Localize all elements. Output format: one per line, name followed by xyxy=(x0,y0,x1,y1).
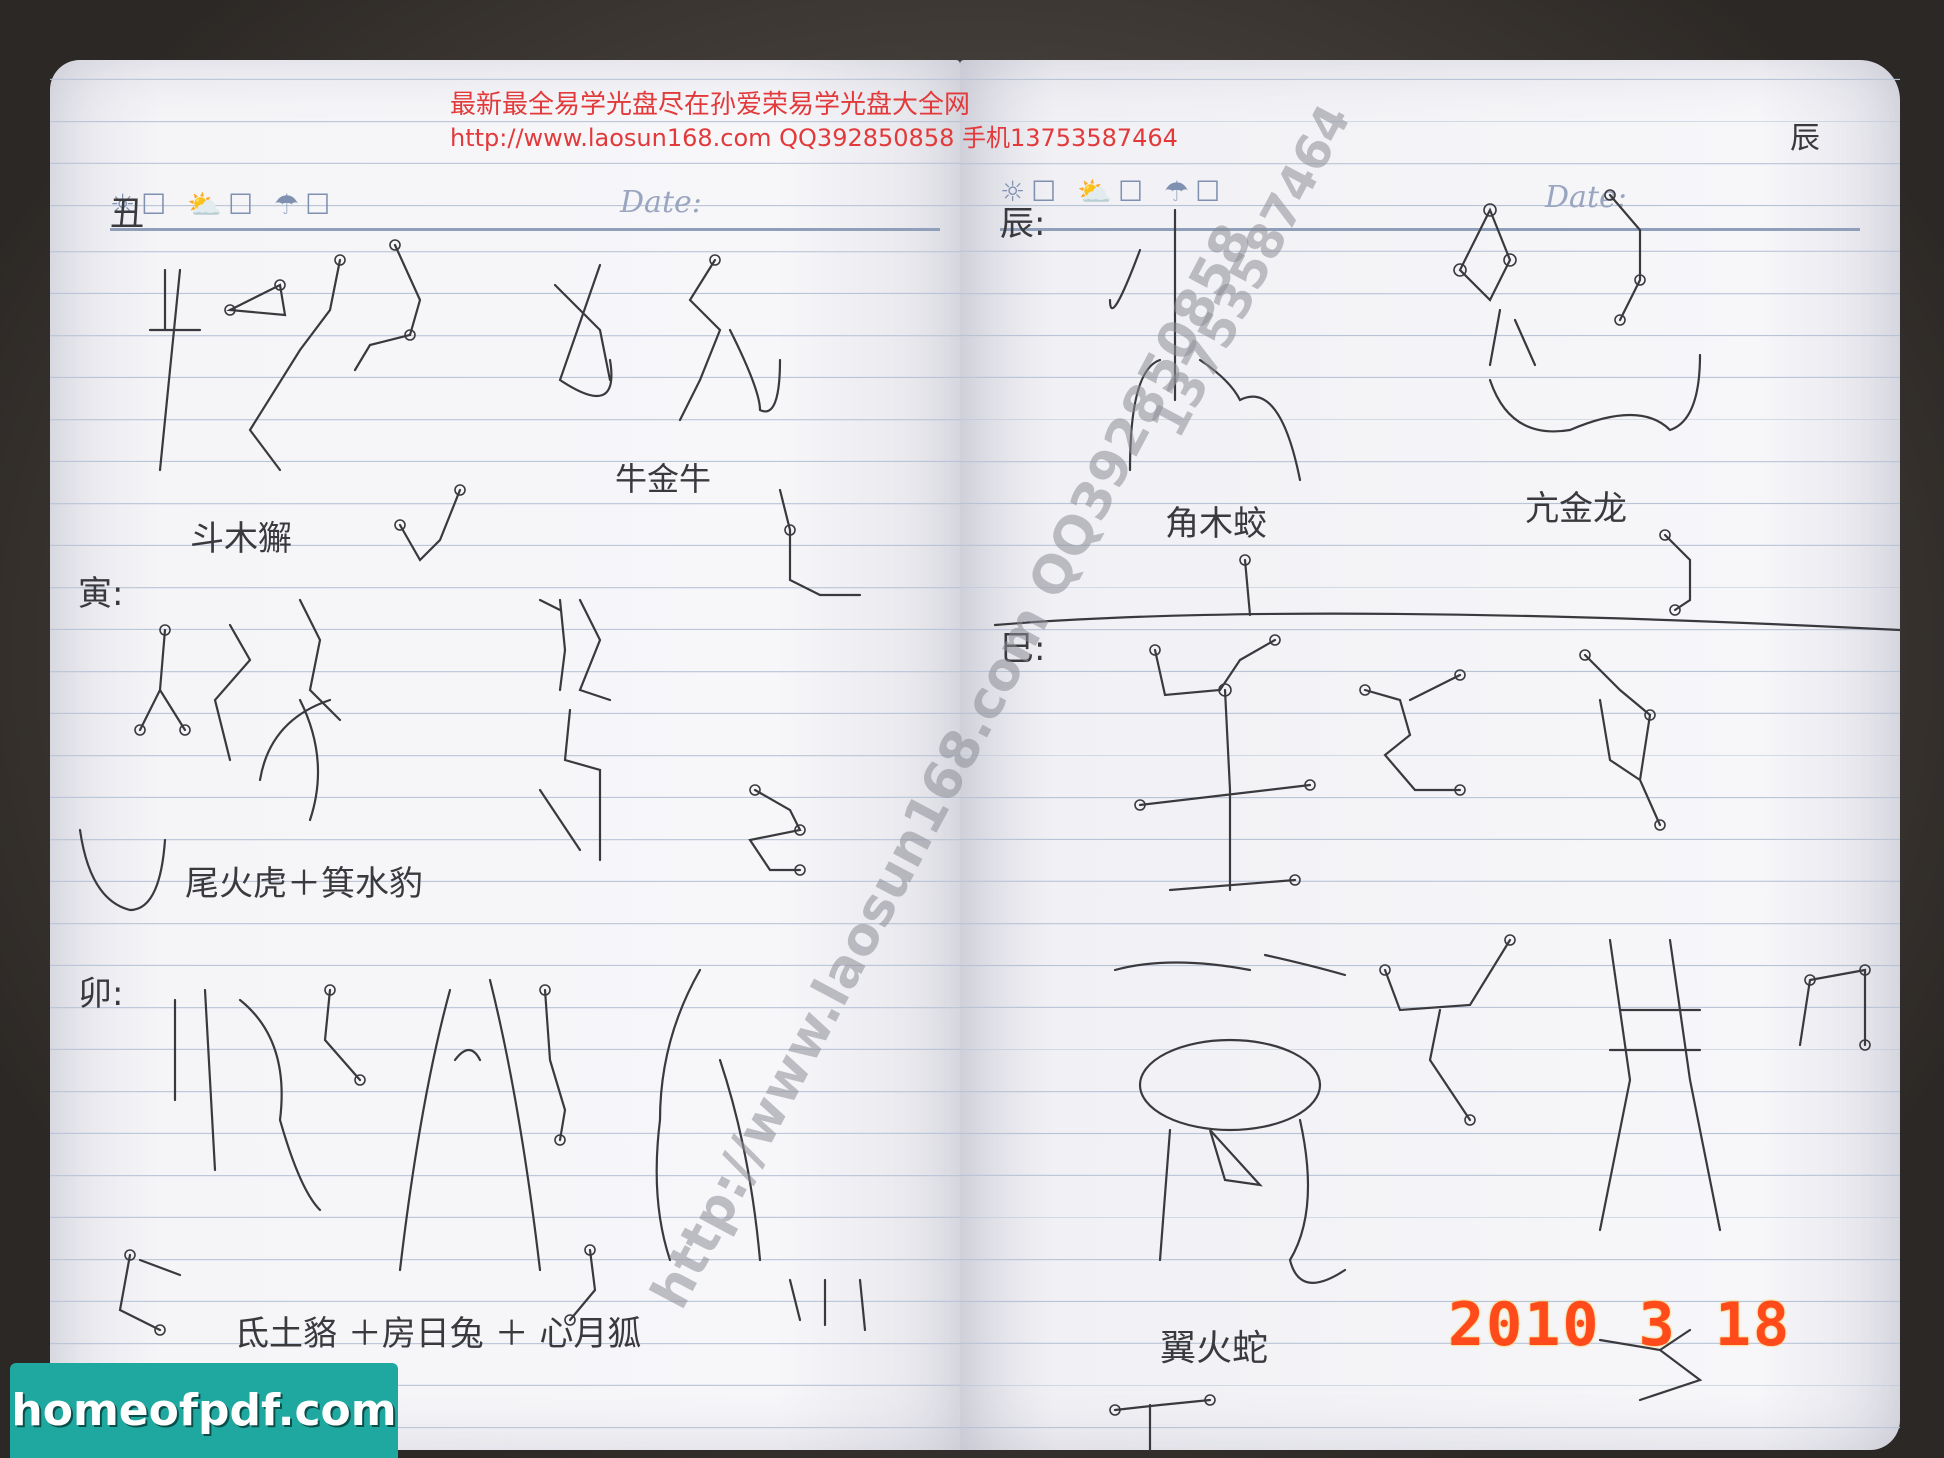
star-chain xyxy=(1598,1328,1703,1402)
site-badge[interactable]: homeofpdf.com xyxy=(10,1363,398,1458)
mansion-label: 氐土貉 ＋房日兔 ＋ 心月狐 xyxy=(235,1314,641,1354)
sketch-stroke xyxy=(1108,208,1302,482)
star-chain xyxy=(118,1253,182,1332)
sketch-stroke xyxy=(173,988,322,1212)
weather-icons: ☼☐ ⛅☐ ☂☐ xyxy=(110,188,336,221)
sketch-stroke xyxy=(538,598,612,702)
star-chain xyxy=(1138,688,1312,892)
section-label: 卯: xyxy=(78,974,123,1014)
weather-icons: ☼☐ ⛅☐ ☂☐ xyxy=(1000,175,1226,208)
sketch-stroke xyxy=(678,258,782,422)
star-chain xyxy=(1383,938,1512,1122)
mansion-label: 翼火蛇 xyxy=(1160,1328,1268,1369)
star-chain xyxy=(1583,653,1662,827)
star-chain xyxy=(568,1248,597,1322)
sketch-stroke xyxy=(1598,938,1722,1232)
watermark-title: 最新最全易学光盘尽在孙爱荣易学光盘大全网 xyxy=(450,90,971,120)
sketch-stroke xyxy=(1158,1118,1347,1284)
star-chain xyxy=(543,988,567,1142)
section-label: 辰: xyxy=(1000,204,1045,244)
watermark-contact: http://www.laosun168.com QQ392850858 手机1… xyxy=(450,124,1178,152)
ruled-lines xyxy=(50,60,960,1450)
star-dots xyxy=(124,189,1871,1416)
star-arc xyxy=(78,828,167,912)
site-badge-label: homeofpdf.com xyxy=(11,1385,397,1436)
cloud-sun-icon: ⛅☐ xyxy=(1077,175,1150,208)
handwritten-labels: 丑 斗木獬 牛金牛 寅: 尾火虎＋箕水豹 卯: 氐土貉 ＋房日兔 ＋ 心月狐 辰… xyxy=(78,121,1820,1369)
sketch-stroke xyxy=(655,968,762,1262)
star-chain xyxy=(1153,638,1277,697)
sketch-stroke xyxy=(538,708,602,862)
sun-icon: ☼☐ xyxy=(1000,175,1063,208)
star-chain xyxy=(138,628,187,732)
mansion-label: 亢金龙 xyxy=(1525,489,1627,529)
page-corner-mark: 辰 xyxy=(1790,121,1820,156)
sketch-stroke xyxy=(1488,353,1702,433)
header-rule xyxy=(110,228,940,231)
sketch-stroke xyxy=(148,268,202,472)
star-chain xyxy=(748,788,802,872)
mansion-label: 尾火虎＋箕水豹 xyxy=(185,864,423,904)
star-chain xyxy=(398,488,462,562)
star-chain xyxy=(248,258,342,472)
sketch-stroke xyxy=(213,598,342,762)
star-triangle xyxy=(226,283,287,317)
mansion-label: 斗木獬 xyxy=(190,519,292,559)
rain-cloud-icon: ☂☐ xyxy=(273,188,337,221)
sketch-stroke xyxy=(398,978,542,1272)
star-chain xyxy=(778,488,862,597)
sketch-stroke xyxy=(553,263,613,397)
star-ellipse xyxy=(1138,1038,1322,1132)
star-chain xyxy=(323,988,362,1082)
mansion-label: 牛金牛 xyxy=(615,460,711,498)
sketch-stroke xyxy=(258,698,332,822)
header-rule xyxy=(1000,228,1860,231)
star-chain xyxy=(1363,673,1462,792)
date-label: Date: xyxy=(620,185,702,220)
right-page: ☼☐ ⛅☐ ☂☐ Date: xyxy=(960,60,1900,1450)
star-chain xyxy=(1113,1398,1212,1452)
cloud-sun-icon: ⛅☐ xyxy=(187,188,260,221)
section-label: 巳: xyxy=(1000,629,1045,669)
sun-icon: ☼☐ xyxy=(110,188,173,221)
section-label: 寅: xyxy=(78,574,123,614)
sketch-stroke xyxy=(1113,953,1347,977)
section-label: 丑 xyxy=(110,194,144,234)
left-page: ☼☐ ⛅☐ ☂☐ Date: xyxy=(50,60,960,1450)
star-diamond xyxy=(1458,207,1537,367)
star-chain xyxy=(353,243,422,372)
star-chain xyxy=(1608,193,1642,322)
rain-cloud-icon: ☂☐ xyxy=(1163,175,1227,208)
star-chain xyxy=(1243,558,1252,617)
ruled-lines xyxy=(960,60,1900,1450)
camera-date-stamp: 2010 3 18 xyxy=(1448,1290,1792,1360)
star-chain xyxy=(1798,968,1867,1047)
star-chain xyxy=(1663,533,1692,612)
divider-stroke xyxy=(993,612,1902,632)
mansion-label: 角木蛟 xyxy=(1165,504,1267,544)
star-chain xyxy=(788,1278,867,1332)
